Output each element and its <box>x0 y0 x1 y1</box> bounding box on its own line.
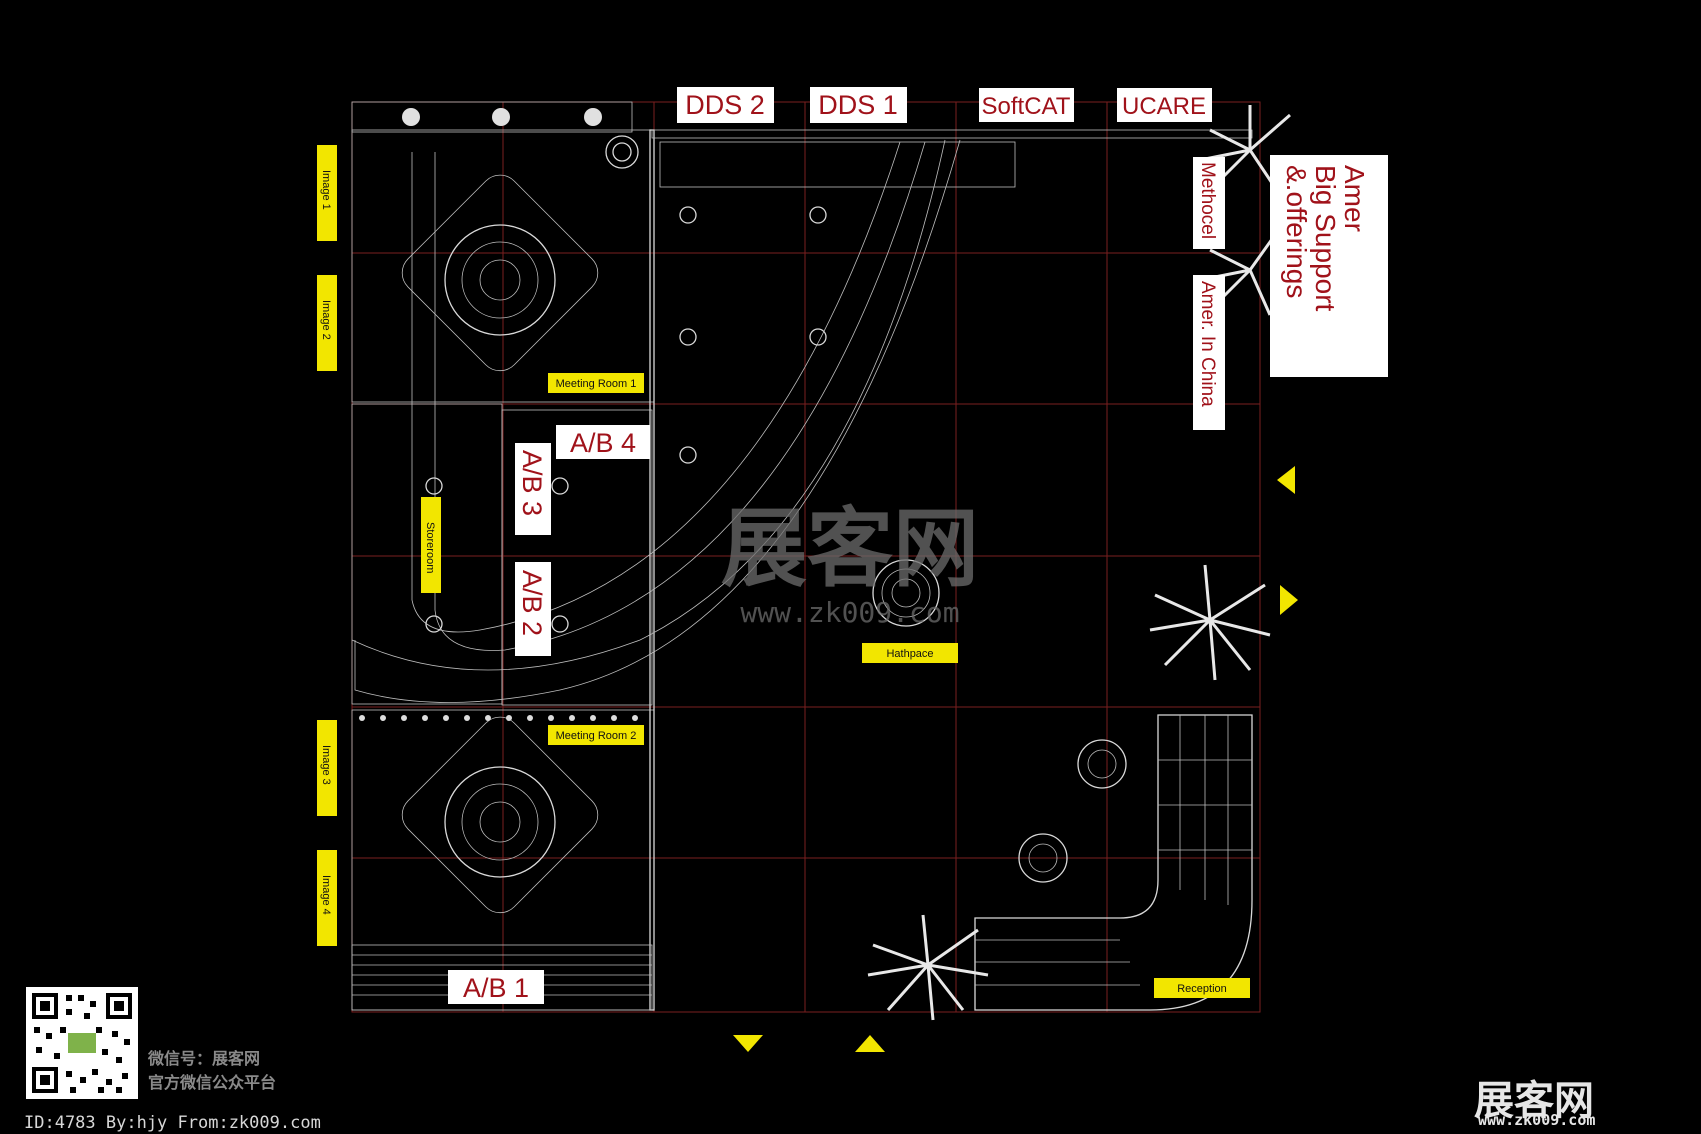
qr-code-icon <box>32 993 132 1093</box>
sign-dds2: DDS 2 <box>685 90 765 120</box>
sign-ab2: A/B 2 <box>517 570 547 636</box>
stools <box>1018 739 1127 883</box>
qr-code <box>26 987 138 1099</box>
wechat-line-1: 微信号：展客网 <box>148 1049 261 1068</box>
spotlights <box>402 108 639 169</box>
tag-image3: Image 3 <box>320 745 332 785</box>
tag-image2: Image 2 <box>320 300 332 340</box>
sign-ab1: A/B 1 <box>463 973 529 1003</box>
meeting-table-1 <box>401 174 599 372</box>
sign-ab4: A/B 4 <box>570 428 636 458</box>
tag-reception: Reception <box>1177 983 1227 995</box>
ab-signs: A/B 1 A/B 4 A/B 3 A/B 2 <box>448 425 650 1004</box>
arrow-up-icon <box>855 1035 885 1052</box>
tag-image1: Image 1 <box>320 170 332 210</box>
watermark-url: www.zk009.com <box>740 596 959 629</box>
meeting-table-2 <box>401 716 599 914</box>
watermark-brand: 展客网 <box>721 499 979 599</box>
id-line: ID:4783 By:hjy From:zk009.com <box>24 1113 321 1133</box>
amer-sign: Amer Big Support &.offerings <box>1270 155 1388 377</box>
brand-logo: 展客网 <box>1474 1078 1594 1124</box>
sign-softcat: SoftCAT <box>982 93 1071 120</box>
tag-image4: Image 4 <box>320 875 332 915</box>
tag-meeting-room-2: Meeting Room 2 <box>556 730 637 742</box>
reception-counter <box>974 714 1253 1011</box>
sign-amer-china: Amer. In China <box>1197 281 1218 407</box>
arrow-left-icon <box>1277 466 1295 494</box>
arrow-right-icon <box>1280 585 1298 615</box>
side-signs: Methocel Amer. In China <box>1193 157 1225 430</box>
wechat-line-2: 官方微信公众平台 <box>148 1073 277 1092</box>
tag-storeroom: Storeroom <box>424 522 436 573</box>
light-dots <box>359 715 638 721</box>
plant-icon <box>867 105 1291 1021</box>
brand-url: www.zk009.com <box>1478 1111 1596 1129</box>
header-signs: DDS 2 DDS 1 SoftCAT UCARE <box>677 87 1212 123</box>
amer-sign-line2: Big Support <box>1310 165 1341 312</box>
sign-ab3: A/B 3 <box>517 450 547 516</box>
sign-dds1: DDS 1 <box>818 90 898 120</box>
sign-methocel: Methocel <box>1197 162 1218 239</box>
amer-sign-line1: Amer <box>1339 165 1370 232</box>
columns <box>425 206 827 633</box>
wechat-caption: 微信号：展客网 官方微信公众平台 <box>148 1047 276 1095</box>
entrance-arrows <box>733 466 1298 1052</box>
yellow-tags: Image 1 Image 2 Image 3 Image 4 Meeting … <box>317 145 1250 998</box>
watermark: 展客网 www.zk009.com <box>721 499 979 629</box>
grid-lines <box>351 101 1261 1013</box>
tag-meeting-room-1: Meeting Room 1 <box>556 378 637 390</box>
hathpace-sphere <box>872 559 940 627</box>
curved-counter <box>351 139 961 703</box>
arrow-down-icon <box>733 1035 763 1052</box>
tag-hathpace: Hathpace <box>886 648 933 660</box>
sign-ucare: UCARE <box>1122 93 1206 120</box>
amer-sign-line3: &.offerings <box>1281 165 1312 298</box>
